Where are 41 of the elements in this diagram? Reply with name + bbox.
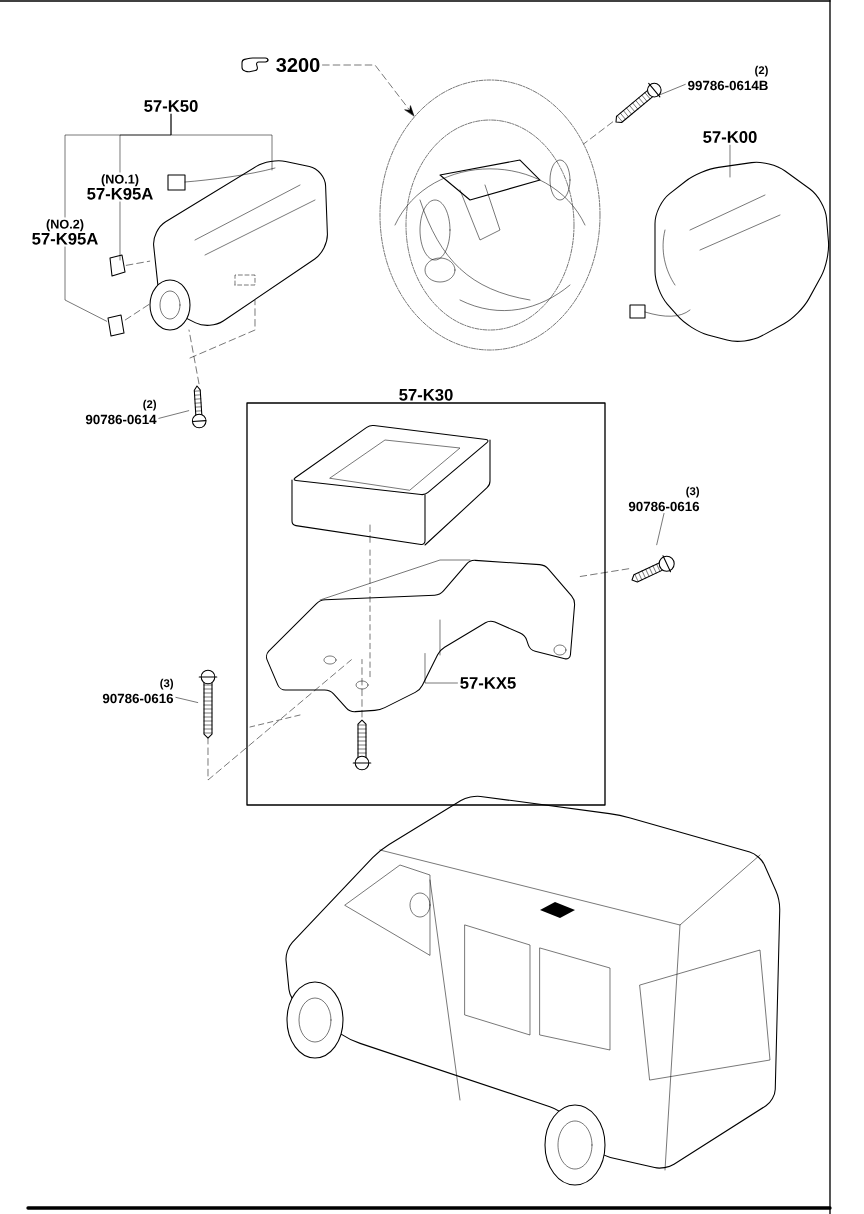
leader-line [656,513,665,545]
leader-line [424,653,458,684]
leader-line [729,144,731,178]
assembly-line [207,659,352,781]
part-number: 57-KX5 [460,677,516,689]
part-number: (NO.2) 57-K95A [32,219,98,245]
airbag-module-drawing [629,161,830,342]
leader-line [158,410,189,419]
van-drawing [285,795,781,1186]
bolt-drawing [191,385,207,429]
control-unit-drawing [291,424,491,546]
part-number: 57-K00 [703,131,757,143]
part-number: 57-K50 [144,100,198,112]
node-label: 57-K30 [399,388,453,401]
assembly-line [188,329,200,384]
screw-drawing [198,669,218,739]
bracket-drawing [249,549,576,728]
assembly-line [583,121,613,145]
part-number: (3) 90786-0616 [102,678,174,704]
part-number: (2) 99786-0614B [688,65,768,91]
bolt-drawing [615,82,662,124]
assembly-line [126,260,150,266]
leader-line [119,201,121,261]
clip-drawing [107,314,125,337]
assembly-line [125,303,150,321]
leader-line [175,697,198,703]
leader-line [657,84,686,97]
assembly-line [361,659,363,718]
steering-wheel-drawing [379,79,601,351]
leader-line [64,113,172,218]
clip-drawing [109,254,126,277]
screw-drawing [631,555,675,583]
arrow [322,64,415,117]
part-number: (3) 90786-0616 [628,486,700,512]
leader-line [64,246,107,322]
part-number: (2) 90786-0614 [85,399,157,425]
assembly-line [580,568,629,577]
assembly-line [369,524,371,545]
part-reference: 3200 [276,57,320,73]
part-number: (NO.1) 57-K95A [87,174,153,200]
screw-drawing [352,719,372,771]
